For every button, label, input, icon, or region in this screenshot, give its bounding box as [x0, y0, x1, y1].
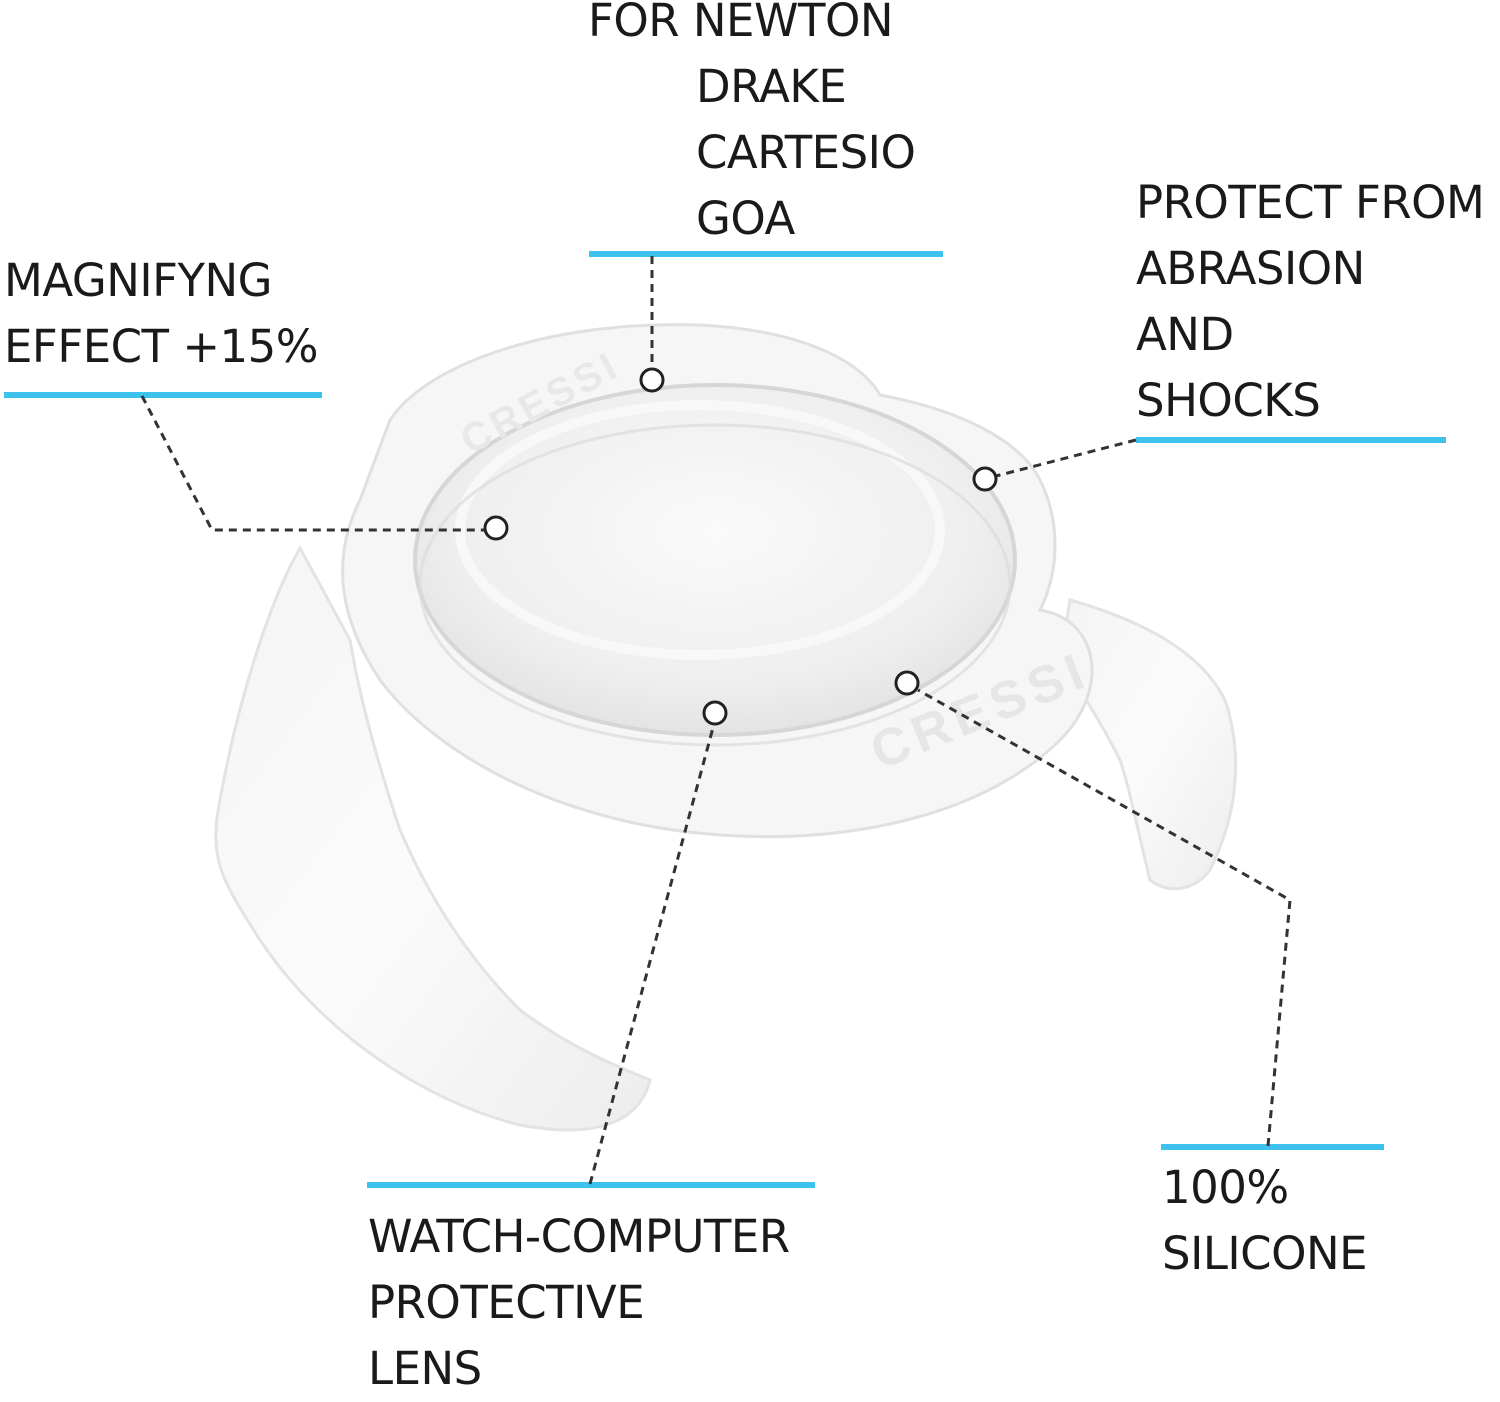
callout-line: PROTECT FROM	[1136, 176, 1485, 229]
left-strap	[214, 544, 652, 1132]
callout-line: FOR NEWTON	[588, 0, 894, 47]
callout-line: PROTECTIVE	[368, 1276, 645, 1329]
dot-magnifying	[483, 515, 509, 541]
callout-line: MAGNIFYNG	[4, 254, 273, 307]
callout-line: LENS	[368, 1342, 482, 1395]
callout-line: ABRASION	[1136, 242, 1365, 295]
callout-dots	[483, 367, 998, 726]
callout-line: SILICONE	[1162, 1227, 1368, 1280]
callout-line: AND	[1136, 308, 1234, 361]
callout-compatible-models: FOR NEWTON DRAKE CARTESIO GOA	[588, 0, 916, 252]
leader-lines	[140, 256, 1292, 1185]
lens-rim	[418, 423, 1012, 747]
callout-protection: PROTECT FROM ABRASION AND SHOCKS	[1136, 170, 1485, 434]
callout-line: 100%	[1162, 1161, 1289, 1214]
callout-magnifying-effect: MAGNIFYNG EFFECT +15%	[4, 248, 319, 380]
silicone-protector: CRESSI CRESSI	[214, 323, 1238, 1132]
callout-line: CARTESIO	[696, 126, 916, 179]
dot-models	[639, 367, 665, 393]
protective-lens	[413, 383, 1017, 737]
right-strap	[1058, 598, 1238, 891]
callout-line: WATCH-COMPUTER	[368, 1210, 790, 1263]
callout-line: GOA	[696, 192, 795, 245]
callout-line: SHOCKS	[1136, 374, 1321, 427]
dot-lens	[702, 700, 728, 726]
leader-lens	[588, 723, 716, 1185]
callout-protective-lens: WATCH-COMPUTER PROTECTIVE LENS	[368, 1204, 790, 1402]
dot-protect	[972, 466, 998, 492]
dot-silicone	[894, 670, 920, 696]
callout-line: DRAKE	[696, 60, 847, 113]
callout-line: EFFECT +15%	[4, 320, 319, 373]
leader-protect	[995, 438, 1137, 478]
callout-underlines	[4, 251, 1446, 1188]
callout-material: 100% SILICONE	[1162, 1155, 1368, 1287]
